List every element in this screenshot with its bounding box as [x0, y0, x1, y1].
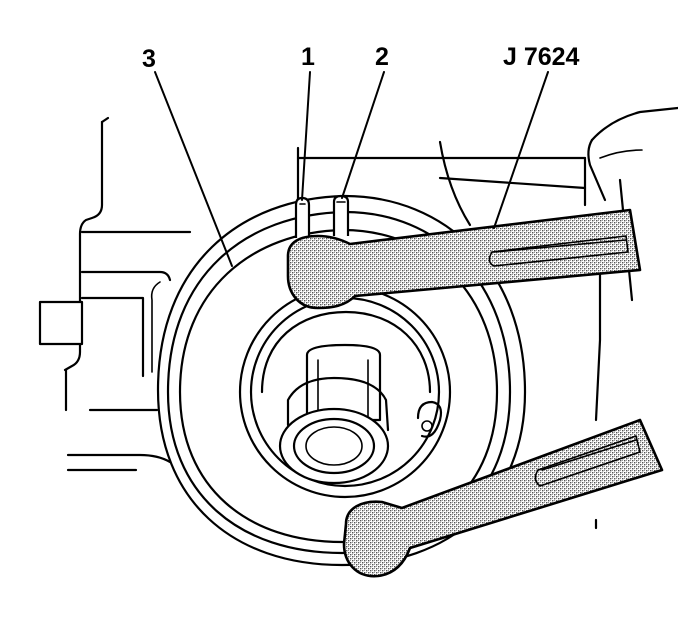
- callout-2: 2: [375, 43, 389, 71]
- callout-1: 1: [301, 43, 315, 71]
- leader-tool: [493, 71, 549, 229]
- leader-3: [154, 71, 233, 267]
- mounting-stud: [38, 300, 84, 346]
- leader-1: [301, 71, 311, 201]
- tool-handle-lower: [342, 418, 664, 578]
- tool-label: J 7624: [503, 43, 580, 71]
- leader-2: [341, 71, 385, 199]
- pin-2: [332, 194, 350, 236]
- tool-handle-upper: [286, 208, 642, 310]
- engine-housing: [38, 106, 678, 530]
- callout-3: 3: [142, 45, 156, 73]
- marker-pins: [294, 194, 350, 240]
- leader-lines: [154, 71, 549, 267]
